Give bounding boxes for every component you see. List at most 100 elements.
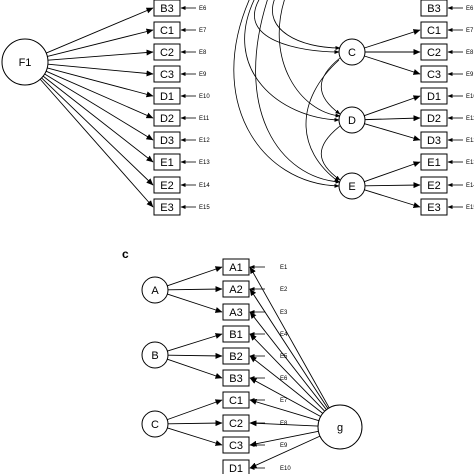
indicator-box-b-c1 (420, 21, 448, 39)
indicator-label-c-c1: C1 (229, 395, 243, 407)
loading-arrow-a-f1-e1 (42, 75, 154, 163)
loading-arrow-a-f1-c2 (47, 49, 154, 61)
indicator-box-a-e3 (153, 198, 181, 216)
indicator-rect (153, 131, 181, 149)
covariance-arc-c-d (321, 57, 341, 115)
indicator-rect (222, 369, 250, 387)
latent-circle-b-c (338, 38, 366, 66)
loading-arrow-a-f1-e2 (41, 77, 154, 186)
loading-arrow-a-f1-e3 (39, 78, 154, 208)
indicator-rect (222, 347, 250, 365)
indicator-box-c-c2 (222, 414, 250, 432)
indicator-rect (420, 65, 448, 83)
error-label-a-e10: E10 (199, 94, 210, 100)
indicator-box-a-b3 (153, 0, 181, 17)
indicator-label-b-c3: C3 (427, 69, 441, 81)
error-label-c-e8: E8 (280, 421, 288, 427)
indicator-rect (222, 459, 250, 474)
indicator-box-c-a1 (222, 258, 250, 276)
indicator-label-a-d1: D1 (160, 91, 174, 103)
indicator-box-a-c3 (153, 65, 181, 83)
indicator-rect (420, 153, 448, 171)
indicator-rect (153, 153, 181, 171)
loading-arrow-b-e-e3 (364, 189, 421, 208)
loading-arrow-c-g-c2 (249, 420, 319, 427)
node-layer (1, 0, 448, 474)
indicator-box-c-a2 (222, 280, 250, 298)
indicator-label-a-d3: D3 (160, 135, 174, 147)
loading-arrow-c-g-a2 (249, 288, 329, 409)
indicator-label-a-e3: E3 (160, 202, 173, 214)
indicator-rect (153, 21, 181, 39)
indicator-box-a-d3 (153, 131, 181, 149)
indicator-label-a-c2: C2 (160, 47, 174, 59)
loading-arrow-a-f1-d2 (45, 70, 154, 119)
panel-c-label: c (122, 247, 129, 261)
indicator-label-b-d2: D2 (427, 113, 441, 125)
error-label-a-e8: E8 (199, 50, 207, 56)
loading-arrow-c-b-b2 (167, 352, 223, 359)
latent-circle-c-a (141, 276, 169, 304)
indicator-rect (153, 198, 181, 216)
error-label-a-e12: E12 (199, 138, 210, 144)
loading-arrow-c-g-a3 (249, 311, 327, 410)
latent-label-c-g: g (337, 422, 343, 434)
indicator-box-c-c3 (222, 436, 250, 454)
indicator-box-b-d3 (420, 131, 448, 149)
indicator-label-b-e3: E3 (427, 202, 440, 214)
error-label-b-e14: E14 (466, 183, 474, 189)
indicator-box-b-c2 (420, 43, 448, 61)
loading-arrow-c-g-c3 (249, 430, 319, 447)
loading-arrow-c-g-b3 (249, 377, 321, 417)
loading-arrow-b-e-e2 (364, 182, 421, 189)
indicator-rect (153, 65, 181, 83)
indicator-rect (222, 280, 250, 298)
indicator-box-a-e2 (153, 176, 181, 194)
indicator-label-b-c1: C1 (427, 25, 441, 37)
indicator-label-c-a1: A1 (229, 262, 242, 274)
indicator-box-c-a3 (222, 303, 250, 321)
loading-arrow-b-d-d1 (364, 95, 421, 117)
indicator-label-a-e1: E1 (160, 157, 173, 169)
indicator-label-a-e2: E2 (160, 180, 173, 192)
indicator-label-b-e1: E1 (427, 157, 440, 169)
latent-circle-c-b (141, 341, 169, 369)
error-label-a-e9: E9 (199, 72, 207, 78)
loading-arrow-b-e-e1 (364, 161, 421, 183)
loading-arrow-c-b-b1 (167, 333, 223, 352)
indicator-box-c-b3 (222, 369, 250, 387)
covariance-arc-6 (255, 0, 341, 184)
indicator-label-b-e2: E2 (427, 180, 440, 192)
error-label-b-e7: E7 (466, 28, 474, 34)
latent-label-a-f1: F1 (19, 57, 32, 69)
covariance-arc-1 (254, 0, 340, 54)
latent-circle-c-c (141, 410, 169, 438)
latent-label-c-b: B (151, 350, 158, 362)
latent-circle-c-g (317, 404, 363, 450)
error-label-c-e5: E5 (280, 354, 288, 360)
error-label-b-e10: E10 (466, 94, 474, 100)
indicator-label-c-b2: B2 (229, 351, 242, 363)
indicator-label-a-b3: B3 (160, 3, 173, 15)
covariance-arc-c-e (305, 59, 340, 183)
indicator-box-a-d2 (153, 109, 181, 127)
indicator-label-b-c2: C2 (427, 47, 441, 59)
error-label-a-e15: E15 (199, 205, 210, 211)
error-label-c-e1: E1 (280, 265, 288, 271)
indicator-label-c-a3: A3 (229, 307, 242, 319)
loading-arrow-a-f1-d3 (44, 73, 154, 141)
indicator-rect (222, 414, 250, 432)
indicator-label-c-c3: C3 (229, 440, 243, 452)
loading-arrow-a-f1-b3 (46, 7, 154, 54)
indicator-box-c-c1 (222, 391, 250, 409)
indicator-box-c-b1 (222, 325, 250, 343)
covariance-arc-d-e (321, 125, 341, 181)
indicator-box-c-d1 (222, 459, 250, 474)
indicator-box-b-d1 (420, 87, 448, 105)
indicator-rect (153, 109, 181, 127)
covariance-arc-4 (278, 0, 341, 118)
covariance-arc-3 (244, 0, 340, 122)
error-label-c-e10: E10 (280, 466, 291, 472)
